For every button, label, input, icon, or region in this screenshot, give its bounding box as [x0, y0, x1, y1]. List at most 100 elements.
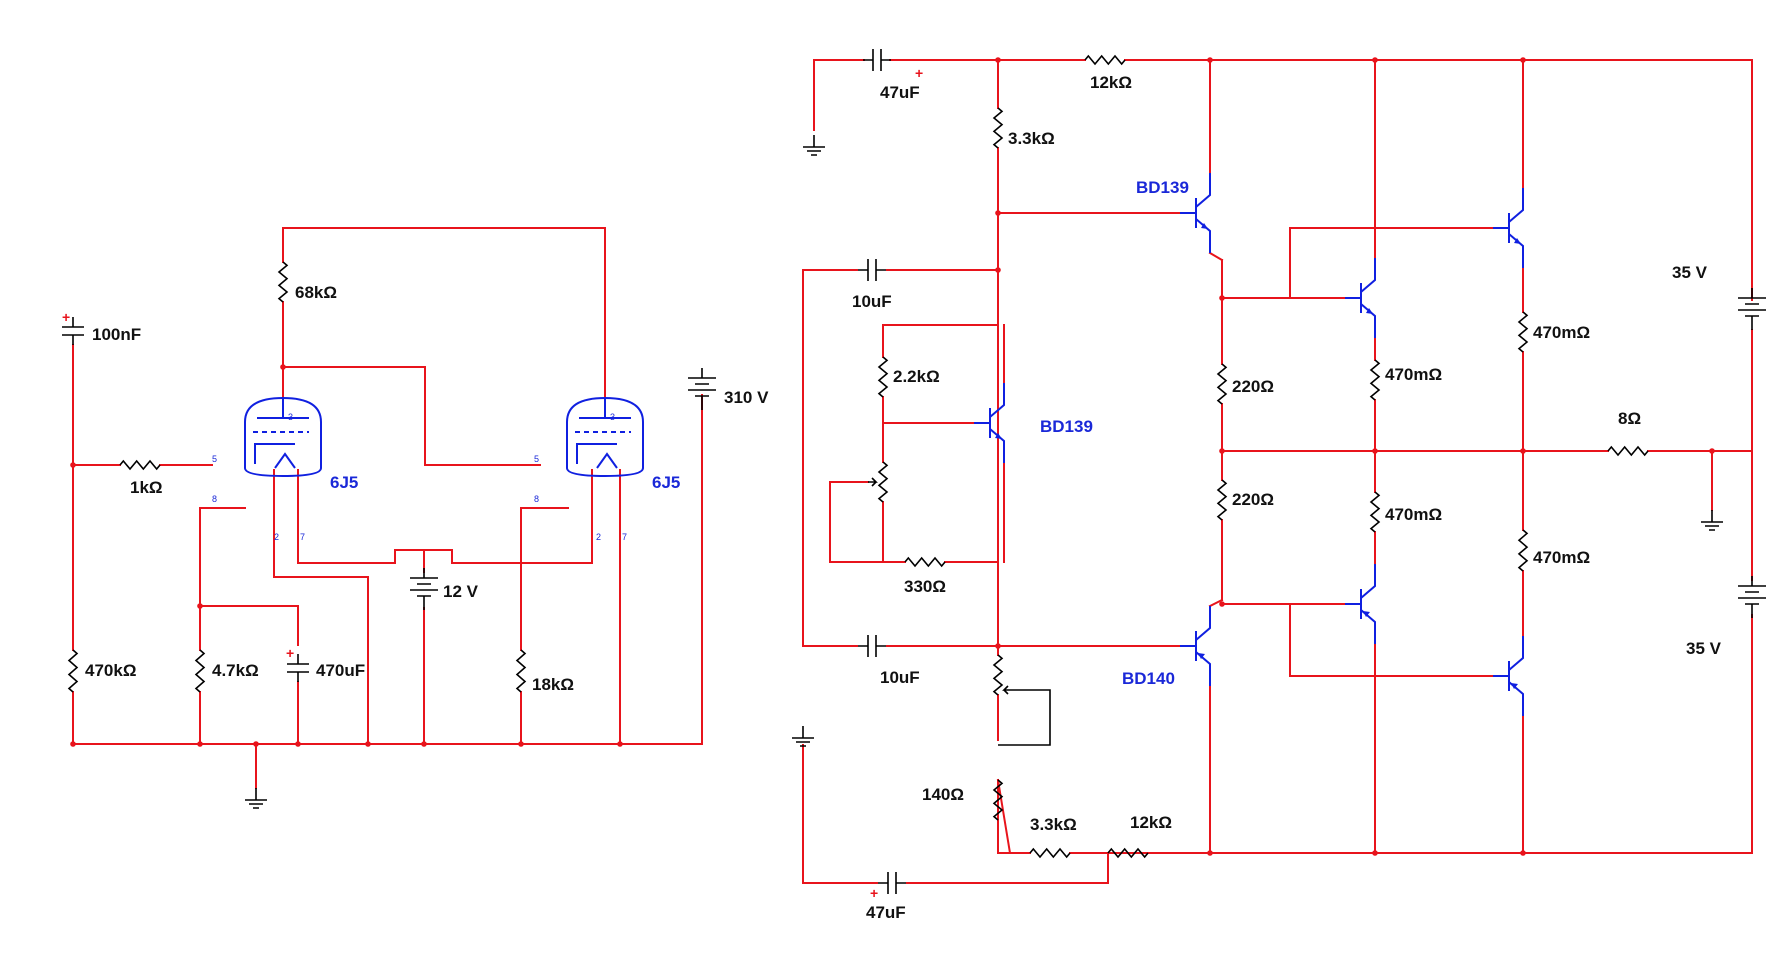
tube-pin-8: 2	[596, 532, 601, 542]
transistor-bd139-top	[1180, 173, 1211, 253]
label-470m-2: 470mΩ	[1533, 323, 1590, 342]
resistor-2_2k	[877, 356, 889, 398]
junction-dot	[1372, 57, 1378, 63]
triode-1-cathode-heater	[254, 443, 296, 469]
resistor-18k	[515, 649, 527, 693]
label-4_7k: 4.7kΩ	[212, 661, 259, 680]
label-2_2k: 2.2kΩ	[893, 367, 940, 386]
junction-dot	[1219, 601, 1225, 607]
label-10uf-top: 10uF	[852, 292, 892, 311]
label-470m-4: 470mΩ	[1533, 548, 1590, 567]
resistor-68k	[277, 261, 289, 303]
wire	[829, 324, 999, 563]
label-tube-1: 6J5	[330, 473, 358, 492]
junction-dot	[1520, 448, 1526, 454]
label-220-a: 220Ω	[1232, 377, 1274, 396]
pot-bias-loop	[998, 685, 1051, 746]
junction-dot	[421, 741, 427, 747]
label-3_3k-top: 3.3kΩ	[1008, 129, 1055, 148]
resistor-140	[992, 779, 1004, 821]
resistor-470m-3	[1369, 491, 1381, 533]
junction-dot	[197, 603, 203, 609]
label-bd139-top: BD139	[1136, 178, 1189, 197]
resistor-8	[1607, 445, 1649, 457]
label-8: 8Ω	[1618, 409, 1641, 428]
polarity-47uf-bot: +	[870, 885, 878, 901]
wire	[282, 227, 606, 406]
junction-dot	[1207, 850, 1213, 856]
resistor-330	[904, 556, 946, 568]
resistor-12k-top	[1084, 54, 1126, 66]
transistor-bd140-arrow	[1198, 653, 1205, 659]
capacitor-100nf	[62, 317, 84, 345]
junction-dot	[1520, 57, 1526, 63]
junction-dot	[995, 57, 1001, 63]
junction-dot	[1709, 448, 1715, 454]
label-12k-bot: 12kΩ	[1130, 813, 1172, 832]
polarity-470uf: +	[286, 645, 294, 661]
junction-dot	[995, 643, 1001, 649]
label-bd139-mid: BD139	[1040, 417, 1093, 436]
resistor-470m-4	[1517, 529, 1529, 572]
junction-dot	[70, 462, 76, 468]
resistor-470m-1	[1369, 359, 1381, 401]
passive-symbols	[62, 49, 1766, 894]
wire	[802, 269, 1191, 647]
triode-2-plate	[579, 398, 631, 419]
tube-pin-6: 5	[534, 454, 539, 464]
junction-dot	[518, 741, 524, 747]
tube-pin-1: 5	[212, 454, 217, 464]
wire	[72, 691, 703, 745]
junction-dot	[995, 210, 1001, 216]
label-10uf-bot: 10uF	[880, 668, 920, 687]
label-bd140: BD140	[1122, 669, 1175, 688]
label-18k: 18kΩ	[532, 675, 574, 694]
resistor-pot-vbe	[877, 461, 889, 503]
tube-pin-5: 3	[610, 412, 615, 422]
resistor-4_7k	[194, 649, 206, 693]
label-100nf: 100nF	[92, 325, 141, 344]
wire	[273, 469, 593, 745]
label-35v-bot: 35 V	[1686, 639, 1722, 658]
ground-preamp	[245, 788, 267, 809]
label-220-b: 220Ω	[1232, 490, 1274, 509]
junction-dot	[295, 741, 301, 747]
label-12k-top: 12kΩ	[1090, 73, 1132, 92]
tube-pin-0: 3	[288, 412, 293, 422]
tube-pin-3: 2	[274, 532, 279, 542]
resistor-3_3k-bot	[1029, 847, 1071, 859]
junction-dot	[1219, 448, 1225, 454]
junction-dot	[253, 741, 259, 747]
transistor-bd140	[1180, 606, 1211, 686]
junction-dot	[365, 741, 371, 747]
label-470m-1: 470mΩ	[1385, 365, 1442, 384]
ground-input-bot	[792, 726, 814, 747]
wire	[1208, 598, 1224, 854]
label-3_3k-bot: 3.3kΩ	[1030, 815, 1077, 834]
transistor-output-npn-2	[1493, 188, 1524, 268]
label-1k: 1kΩ	[130, 478, 163, 497]
wire	[997, 59, 1031, 854]
resistor-1k	[119, 459, 161, 471]
resistor-470m-2	[1517, 311, 1529, 353]
triode-2-cathode-heater	[576, 443, 618, 469]
capacitor-10uf-top	[858, 259, 886, 281]
label-470m-3: 470mΩ	[1385, 505, 1442, 524]
label-12v: 12 V	[443, 582, 479, 601]
ground-load	[1701, 510, 1723, 531]
label-68k: 68kΩ	[295, 283, 337, 302]
wire	[802, 744, 1753, 884]
wire	[72, 344, 213, 651]
wire	[1221, 450, 1753, 511]
wire	[1221, 259, 1291, 605]
junction-dot	[1219, 295, 1225, 301]
wiper-arrow	[868, 477, 878, 487]
junction-dot	[70, 741, 76, 747]
junction-dot	[1372, 850, 1378, 856]
tube-pin-2: 8	[212, 494, 217, 504]
wire	[282, 366, 541, 466]
resistor-3_3k-top	[992, 107, 1004, 149]
label-310v: 310 V	[724, 388, 769, 407]
wire	[1289, 227, 1494, 677]
